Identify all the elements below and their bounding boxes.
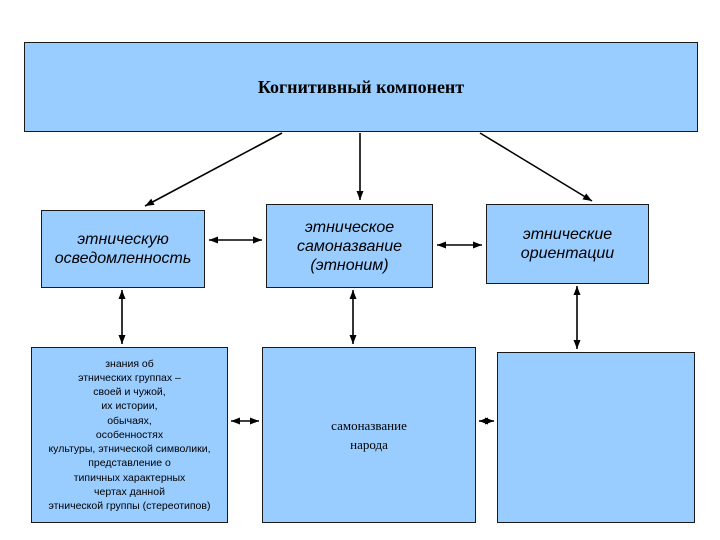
empty-box	[497, 352, 695, 523]
awareness-box: этническую осведомленность	[41, 210, 205, 288]
title-box: Когнитивный компонент	[24, 42, 698, 132]
people-self-name-label: самоназвание народа	[331, 418, 407, 452]
self-name-label: этническое самоназвание (этноним)	[296, 218, 403, 274]
people-self-name-box: самоназвание народа	[262, 347, 476, 523]
knowledge-label: знания об этнических группах – своей и ч…	[48, 357, 211, 512]
orientations-box: этнические ориентации	[486, 204, 649, 284]
arrow-title-to-orientations	[479, 132, 593, 202]
awareness-label: этническую осведомленность	[54, 231, 192, 267]
self-name-box: этническое самоназвание (этноним)	[266, 204, 433, 288]
arrow-title-to-awareness	[144, 132, 283, 207]
knowledge-box: знания об этнических группах – своей и ч…	[31, 347, 228, 523]
orientations-label: этнические ориентации	[520, 226, 615, 262]
diagram-title: Когнитивный компонент	[257, 76, 465, 97]
